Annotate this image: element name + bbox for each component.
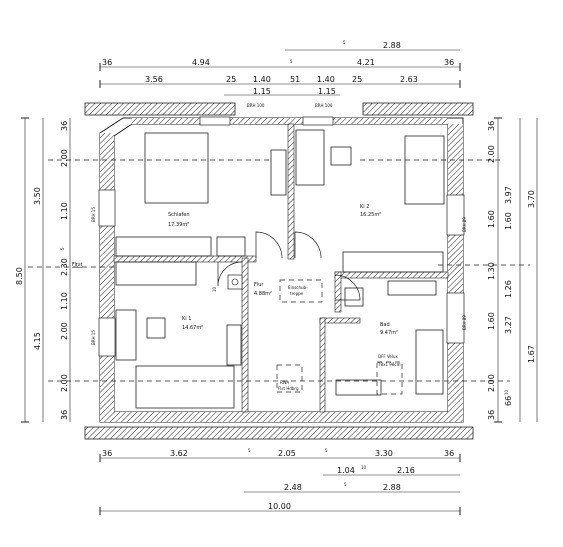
dim-left-mid: 3.50 <box>33 187 42 205</box>
room-flur-name: Flur <box>254 282 264 288</box>
label-hatch-2: Flst Hdbrg <box>278 386 299 391</box>
dim-bottom-r4: 10.00 <box>268 502 291 511</box>
dim-right-outer: 1.67 <box>527 345 536 363</box>
dim-top-r3: 51 <box>290 75 300 84</box>
dim-left-inner: 2.00 <box>60 322 69 340</box>
dim-left-inner: 36 <box>60 410 69 420</box>
dim-bottom-r1: 3.62 <box>170 449 188 458</box>
furniture <box>115 129 445 409</box>
dim-bottom-r1: 2.05 <box>278 449 296 458</box>
dim-top-r2: 36 <box>444 58 454 67</box>
dim-top-r3: 25 <box>352 75 362 84</box>
dim-top-r2: 4.21 <box>357 58 375 67</box>
eave-strips <box>84 102 474 440</box>
dim-top-r2: 4.94 <box>192 58 210 67</box>
dim-left-inner: 2.00 <box>60 374 69 392</box>
dim-bottom-r2: 1.04 <box>337 466 355 475</box>
dim-left-inner: 5 <box>60 247 65 250</box>
dashed-lines <box>28 159 530 395</box>
room-labels: Schlafen 17.39m² Ki 2 16.25m² Flur 4.88m… <box>168 204 398 336</box>
label-door-small: 10 <box>212 286 217 292</box>
dim-top-r3: 1.40 <box>317 75 335 84</box>
room-flur-area: 4.88m² <box>254 291 272 297</box>
dim-bottom-r1: 5 <box>248 448 251 453</box>
dim-left-inner: 1.10 <box>60 202 69 220</box>
dim-right-inner: 1.60 <box>487 312 496 330</box>
dim-bottom-r1: 36 <box>102 449 112 458</box>
room-ki2-name: Ki 2 <box>360 204 369 210</box>
dim-right-inner: 36 <box>487 410 496 420</box>
dim-left-inner: 2.00 <box>60 149 69 167</box>
dim-bottom-r3: 5 <box>344 482 347 487</box>
dims-left: 8.50 3.50 4.15 36 2.00 1.10 5 2.30 1.10 … <box>15 121 69 420</box>
room-ki1-area: 14.67m² <box>182 325 203 331</box>
dim-bottom-r3: 2.48 <box>284 483 302 492</box>
room-bad-name: Bad <box>380 322 390 328</box>
dim-right-outer: 3.70 <box>527 190 536 208</box>
dim-right-inner: 2.00 <box>487 374 496 392</box>
dim-bottom-r1: 36 <box>444 449 454 458</box>
label-stair-2: treppe <box>290 291 304 296</box>
dim-right-mid: 3.27 <box>504 316 513 334</box>
label-velux-1: DFF Velux <box>378 354 398 359</box>
dim-top-r1-sup: 5 <box>343 40 346 45</box>
dim-left-inner: 36 <box>60 121 69 131</box>
outer-walls <box>98 116 465 423</box>
label-hatch-1: RWA <box>280 380 289 385</box>
dim-right-mid: 1.26 <box>504 280 513 298</box>
room-ki2-area: 16.25m² <box>360 212 381 218</box>
dim-top-r2: 36 <box>102 58 112 67</box>
room-schlafen-name: Schlafen <box>168 212 190 218</box>
label-first: First <box>72 262 83 268</box>
label-velux-2: 78x1 98cm <box>378 362 401 367</box>
dim-top-r3: 2.63 <box>400 75 418 84</box>
dim-right-inner: 1.60 <box>487 210 496 228</box>
label-brh15-lower: BRH 15 <box>91 330 96 345</box>
room-ki1-name: Ki 1 <box>182 316 191 322</box>
room-bad-area: 9.47m² <box>380 330 398 336</box>
dim-left-mid: 4.15 <box>33 332 42 350</box>
dim-top-r3: 1.40 <box>253 75 271 84</box>
interior-walls <box>113 123 449 413</box>
dim-right-mid: 1.60 <box>504 212 513 230</box>
dim-top-r1: 2.88 <box>383 41 401 50</box>
label-stair-1: Einschub- <box>288 285 308 290</box>
dim-right-inner: 2.00 <box>487 145 496 163</box>
label-brh15-upper: BRH 15 <box>91 207 96 222</box>
dim-left-outer: 8.50 <box>15 267 24 285</box>
room-schlafen-area: 17.39m² <box>168 222 189 228</box>
dim-bottom-r3: 2.88 <box>383 483 401 492</box>
dim-top-r4: 1.15 <box>253 87 271 96</box>
dim-right-mid: 66 <box>504 396 513 406</box>
label-brh89-upper: BRH 89 <box>462 217 467 232</box>
dim-top-r2: 5 <box>290 59 293 64</box>
dim-top-r3: 25 <box>226 75 236 84</box>
dim-top-r3: 3.56 <box>145 75 163 84</box>
dim-right-mid: 3.97 <box>504 186 513 204</box>
dim-right-inner: 36 <box>487 121 496 131</box>
dim-bottom-r1: 3.30 <box>375 449 393 458</box>
dims-top: 2.88 5 36 4.94 5 4.21 36 3.56 25 1.40 51… <box>102 40 454 96</box>
dim-bottom-r2: 10 <box>361 465 367 470</box>
annotations: BRH 100 BRH 100 BRH 15 BRH 15 BRH 89 BRH… <box>72 103 467 391</box>
dim-right-mid: 10 <box>504 389 509 395</box>
dim-bottom-r2: 2.16 <box>397 466 415 475</box>
dimension-lines <box>21 49 538 515</box>
dim-top-r4: 1.15 <box>318 87 336 96</box>
dim-left-inner: 2.30 <box>60 258 69 276</box>
dim-left-inner: 1.10 <box>60 292 69 310</box>
doors <box>217 231 361 301</box>
dim-right-inner: 1.30 <box>487 262 496 280</box>
dim-bottom-r1: 5 <box>325 448 328 453</box>
label-brh100-left: BRH 100 <box>247 103 265 108</box>
label-brh100-right: BRH 100 <box>315 103 333 108</box>
label-brh89-lower: BRH 89 <box>462 315 467 330</box>
dims-right: 36 2.00 1.60 1.30 1.60 2.00 36 3.97 1.60… <box>487 121 536 420</box>
dims-bottom: 36 3.62 5 2.05 5 3.30 36 1.04 10 2.16 2.… <box>102 448 454 511</box>
